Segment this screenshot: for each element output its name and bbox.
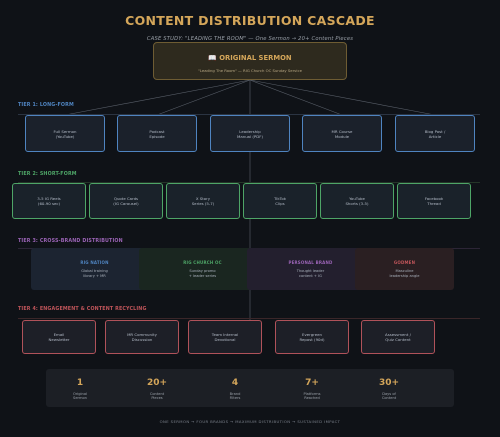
stat-label: Platforms Reached <box>303 392 321 401</box>
tier2-divider <box>18 182 480 183</box>
tier4-item-evergreen[interactable]: Evergreen Repost (90d) <box>275 320 349 354</box>
page-title: CONTENT DISTRIBUTION CASCADE <box>125 13 375 28</box>
brand-name: GODMEN <box>393 259 416 265</box>
brand-name: RIG NATION <box>80 259 109 265</box>
tier1-divider <box>18 114 480 115</box>
stats-panel: 1 Original Sermon 20+ Content Pieces 4 B… <box>46 369 454 407</box>
case-study-subtitle: CASE STUDY: "LEADING THE ROOM" — One Ser… <box>146 36 354 42</box>
tier3-label: TIER 3: CROSS-BRAND DISTRIBUTION <box>18 239 123 244</box>
tier1-label: TIER 1: LONG-FORM <box>18 103 74 108</box>
stat-value: 7+ <box>305 378 319 388</box>
stat-label: Days of Content <box>381 392 397 401</box>
connector-line <box>156 79 251 116</box>
tier2-label: TIER 2: SHORT-FORM <box>18 172 77 177</box>
brand-godmen[interactable]: GODMEN Masculine leadership angle <box>355 248 454 290</box>
brand-personal[interactable]: PERSONAL BRAND Thought leader content + … <box>247 248 374 290</box>
brand-name: RIG CHURCH OC <box>183 259 222 265</box>
connector-line <box>249 79 436 116</box>
tier1-item-mr-course[interactable]: MR Course Module <box>302 115 382 152</box>
stat-value: 20+ <box>146 378 168 388</box>
original-sermon-box[interactable]: 📖 ORIGINAL SERMON "Leading The Room" — R… <box>153 42 347 80</box>
original-sermon-subtitle: "Leading The Room" — RIG Church OC Sunda… <box>198 68 302 73</box>
tier2-item-quote-cards[interactable]: Quote Cards (IG Carousel) <box>89 183 163 219</box>
stat-value: 4 <box>231 378 239 388</box>
footer-tagline: ONE SERMON → FOUR BRANDS → MAXIMUM DISTR… <box>159 419 341 424</box>
brand-description: Masculine leadership angle <box>389 268 420 278</box>
brand-description: Sunday promo + leader series <box>188 268 217 278</box>
tier4-item-assessment[interactable]: Assessment / Quiz Content <box>361 320 435 354</box>
original-sermon-label: ORIGINAL SERMON <box>219 54 292 62</box>
brand-rig-church-oc[interactable]: RIG CHURCH OC Sunday promo + leader seri… <box>139 248 266 290</box>
tier1-item-leadership-manual[interactable]: Leadership Manual (PDF) <box>210 115 290 152</box>
stat-value: 30+ <box>378 378 400 388</box>
tier1-item-podcast[interactable]: Podcast Episode <box>117 115 197 152</box>
tier4-item-mr-community[interactable]: MR Community Discussion <box>105 320 179 354</box>
connector-line <box>249 79 343 116</box>
tier4-label: TIER 4: ENGAGEMENT & CONTENT RECYCLING <box>18 307 147 312</box>
tier4-divider <box>18 318 480 319</box>
tier4-item-email[interactable]: Email Newsletter <box>22 320 96 354</box>
tier2-item-ig-reels[interactable]: 3-5 IG Reels (60-90 sec) <box>12 183 86 219</box>
stat-label: Original Sermon <box>72 392 88 401</box>
tier2-item-tiktok[interactable]: TikTok Clips <box>243 183 317 219</box>
connector-line <box>64 79 251 116</box>
tier4-item-team-devotional[interactable]: Team Internal Devotional <box>188 320 262 354</box>
brand-rig-nation[interactable]: RIG NATION Global training library + MR <box>31 248 158 290</box>
tier2-item-facebook[interactable]: Facebook Thread <box>397 183 471 219</box>
book-icon: 📖 <box>208 54 217 62</box>
stat-value: 1 <box>76 378 84 388</box>
stat-label: Content Pieces <box>149 392 165 401</box>
tier1-item-blog-post[interactable]: Blog Post / Article <box>395 115 475 152</box>
brand-name: PERSONAL BRAND <box>288 259 333 265</box>
stat-label: Brand Filters <box>229 392 241 401</box>
brand-description: Global training library + MR <box>81 268 108 278</box>
tier1-item-full-sermon[interactable]: Full Sermon (YouTube) <box>25 115 105 152</box>
brand-description: Thought leader content + IG <box>296 268 325 278</box>
tier2-item-youtube-shorts[interactable]: YouTube Shorts (3-5) <box>320 183 394 219</box>
tier2-item-x-story[interactable]: X Story Series (5-7) <box>166 183 240 219</box>
original-sermon-title: 📖 ORIGINAL SERMON <box>154 54 346 62</box>
